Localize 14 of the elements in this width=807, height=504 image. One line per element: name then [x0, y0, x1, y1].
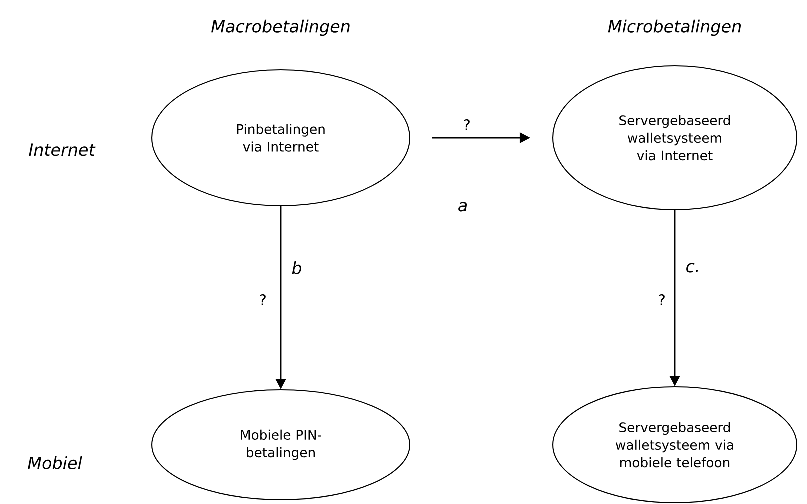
axis-label: a — [458, 202, 468, 212]
ellipse-node: Mobiele PIN-betalingen — [152, 389, 411, 501]
edge-label: ? — [464, 119, 470, 131]
axis-label: Microbetalingen — [608, 20, 742, 36]
edge-label: ? — [659, 294, 665, 306]
axis-label: c. — [686, 263, 698, 273]
axis-label: Macrobetalingen — [212, 20, 350, 36]
ellipse-node: Pinbetalingen via Internet — [152, 70, 411, 207]
ellipse-node: Servergebaseerd walletsysteem via mobiele telefoon — [552, 386, 798, 504]
axis-label: Internet — [29, 144, 96, 156]
edge-label: ? — [260, 294, 266, 306]
axis-label: Mobiel — [28, 456, 82, 470]
axis-label: b — [292, 262, 302, 274]
ellipse-node: Servergebaseerd walletsysteem via Internet — [552, 65, 798, 211]
